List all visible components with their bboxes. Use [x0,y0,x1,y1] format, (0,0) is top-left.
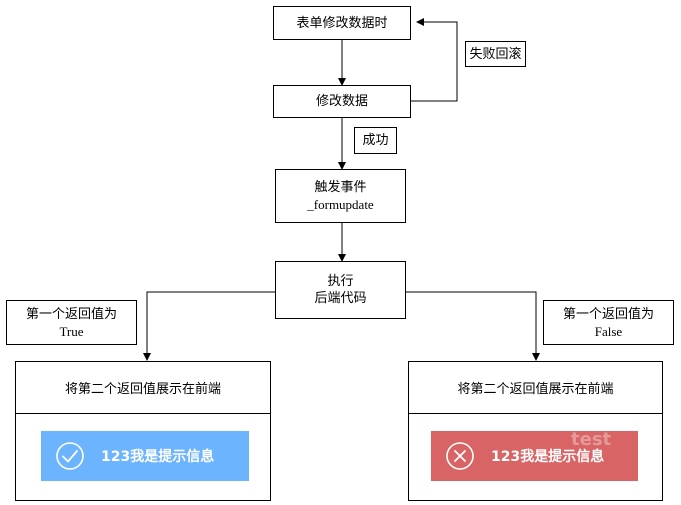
node-execute-backend: 执行 后端代码 [275,261,406,319]
edge-label-rollback: 失败回滚 [465,41,526,67]
branch-right-line1: 第一个返回值为 [562,306,654,322]
success-toast: 123我是提示信息 [41,431,249,481]
result-panel-left-title: 将第二个返回值展示在前端 [16,362,270,414]
node-modify-data-label: 修改数据 [315,94,368,109]
result-panel-right-title: 将第二个返回值展示在前端 [409,362,662,414]
node-form-change-label: 表单修改数据时 [296,15,388,31]
node-trigger-line1: 触发事件 [314,180,367,195]
success-toast-text: 123我是提示信息 [101,449,215,465]
node-form-change: 表单修改数据时 [273,6,411,40]
arrow-rollback-loop [411,18,458,102]
arrow-execute-to-right [406,291,540,361]
x-circle-icon [446,442,474,470]
error-toast-text: 123我是提示信息 [491,449,605,465]
branch-label-left: 第一个返回值为 True [6,300,137,345]
branch-left-line1: 第一个返回值为 [25,306,117,322]
node-trigger-line2: _formupdate [307,197,374,212]
success-label: 成功 [362,133,389,148]
node-modify-data: 修改数据 [273,85,411,118]
edge-label-success: 成功 [354,127,397,154]
check-circle-icon [56,442,84,470]
toast-watermark: test [571,429,612,450]
error-toast: 123我是提示信息 test [431,429,638,481]
node-execute-line2: 后端代码 [314,291,367,306]
rollback-label: 失败回滚 [469,46,522,62]
node-trigger-event: 触发事件 _formupdate [275,169,406,223]
branch-right-line2: False [594,323,623,339]
result-panel-left: 将第二个返回值展示在前端 123我是提示信息 [15,361,271,501]
result-panel-right: 将第二个返回值展示在前端 123我是提示信息 test [408,361,663,501]
branch-left-line2: True [59,323,84,339]
arrow-execute-to-left [143,291,275,361]
branch-label-right: 第一个返回值为 False [543,300,674,345]
node-execute-line1: 执行 [327,274,354,289]
